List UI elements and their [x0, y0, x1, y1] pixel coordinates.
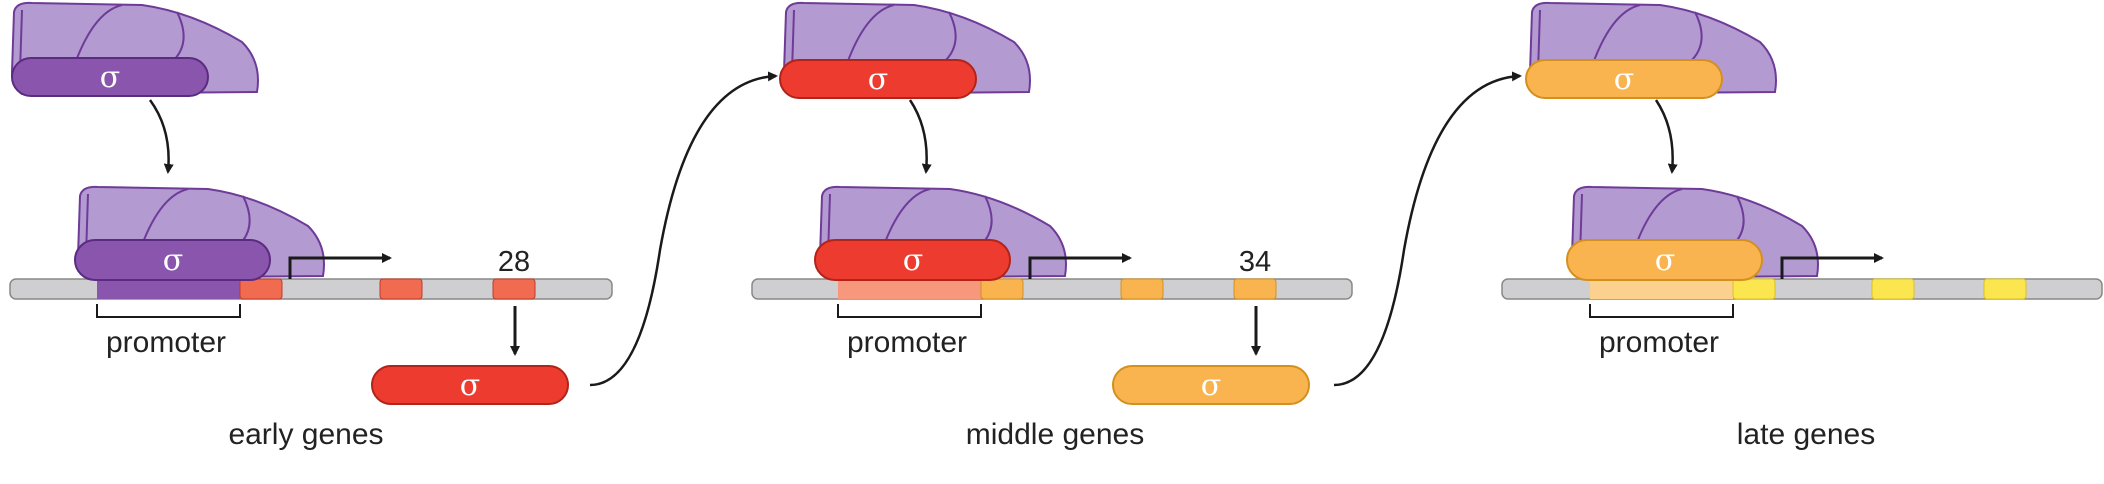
sigma-symbol: σ: [100, 60, 120, 95]
binding-arrow: [908, 99, 932, 174]
promoter-region: [1590, 279, 1733, 299]
rna-polymerase-holoenzyme: σ: [779, 1, 1031, 99]
gene-segment: [980, 278, 1024, 300]
gene-segment: [1732, 278, 1776, 300]
promoter-region: [97, 279, 240, 299]
sigma-recruitment-arrow: [589, 71, 778, 387]
gene-segment: [1983, 278, 2027, 300]
promoter-bracket: [96, 304, 241, 318]
promoter-bracket: [1589, 304, 1734, 318]
sigma-factor-late-bound: [1566, 239, 1763, 281]
stage-early: σ σ 28 promoter σ early genes: [9, 1, 613, 451]
transcription-start-arrow: [1028, 253, 1132, 279]
binding-arrow: [1654, 99, 1678, 174]
promoter-bracket: [837, 304, 982, 318]
gene-segment: [1871, 278, 1915, 300]
sigma-symbol: σ: [1201, 368, 1221, 403]
rna-polymerase-bound: σ: [74, 185, 325, 281]
sigma-symbol: σ: [868, 62, 888, 97]
sigma-symbol: σ: [163, 243, 183, 278]
sigma-recruitment-arrow: [1333, 71, 1522, 387]
rna-polymerase-holoenzyme: σ: [1525, 1, 1777, 99]
rna-polymerase-bound: σ: [1566, 185, 1819, 281]
gene-34-segment: [1233, 278, 1277, 300]
sigma-symbol: σ: [1614, 62, 1634, 97]
sigma-factor-middle-product: [371, 365, 569, 405]
sigma-symbol: σ: [1655, 243, 1675, 278]
sigma-factor-late: [1525, 59, 1723, 99]
stage-label: late genes: [1737, 418, 1875, 451]
gene-28-segment: [492, 278, 536, 300]
gene-segment: [379, 278, 423, 300]
sigma-factor-middle: [779, 59, 977, 99]
stage-label: early genes: [228, 418, 383, 451]
binding-arrow: [148, 99, 174, 174]
rna-polymerase-holoenzyme: σ: [11, 1, 259, 97]
sigma-symbol: σ: [903, 243, 923, 278]
sigma-factor-middle-bound: [814, 239, 1011, 281]
sigma-factor-early: [11, 57, 209, 97]
promoter-label: promoter: [847, 326, 967, 359]
promoter-label: promoter: [106, 326, 226, 359]
stage-middle: σ σ 34 promoter σ middle genes: [751, 1, 1353, 451]
promoter-region: [838, 279, 981, 299]
transcription-start-arrow: [1780, 253, 1884, 279]
sigma-symbol: σ: [460, 368, 480, 403]
gene-segment: [1120, 278, 1164, 300]
promoter-label: promoter: [1599, 326, 1719, 359]
sigma-factor-late-product: [1112, 365, 1310, 405]
stage-label: middle genes: [966, 418, 1144, 451]
sigma-factor-early-bound: [74, 239, 271, 281]
gene-segment: [239, 278, 283, 300]
stage-late: σ σ promoter late genes: [1501, 1, 2103, 451]
gene-number-label: 34: [1239, 246, 1271, 278]
gene-number-label: 28: [498, 246, 530, 278]
transcription-start-arrow: [288, 253, 392, 279]
rna-polymerase-bound: σ: [814, 185, 1067, 281]
